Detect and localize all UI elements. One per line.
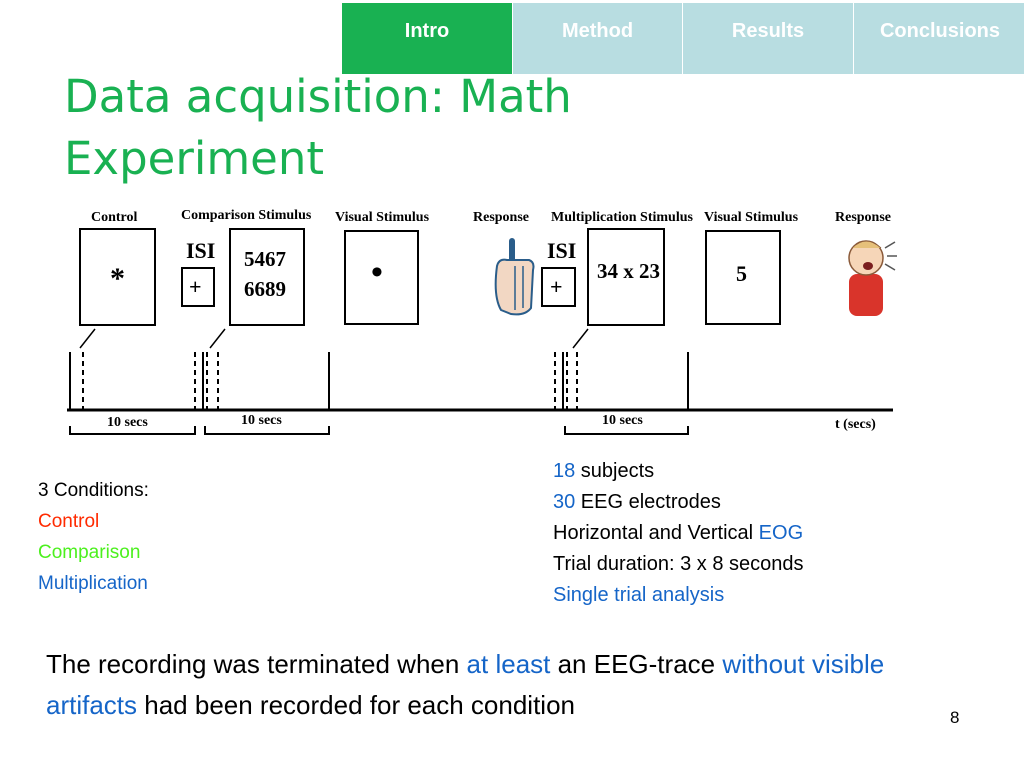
note-highlight-2: without visible artifacts — [46, 649, 885, 720]
pointing-hand-icon — [494, 238, 535, 316]
stimulus-connectors — [79, 328, 589, 349]
condition-control: Control — [38, 511, 100, 532]
condition-comparison: Comparison — [38, 542, 141, 563]
page-number: 8 — [950, 708, 960, 727]
fact-subjects: 18 subjects — [553, 456, 804, 487]
visual-stimulus-box-2 — [705, 230, 781, 325]
label-comparison-stimulus: Comparison Stimulus — [181, 208, 312, 223]
isi-plus-2: + — [550, 274, 563, 299]
experiment-facts: 18 subjects 30 EEG electrodes Horizontal… — [553, 456, 804, 611]
visual-stimulus-value: 5 — [736, 261, 747, 286]
fact-electrodes: 30 EEG electrodes — [553, 487, 804, 518]
multiplication-box — [587, 228, 665, 326]
isi-label-2: ISI — [547, 238, 576, 263]
visual-stimulus-box-1 — [344, 230, 419, 325]
condition-multiplication: Multiplication — [38, 573, 148, 594]
fact-eog: Horizontal and Vertical EOG — [553, 518, 804, 549]
conditions-heading: 3 Conditions: — [38, 480, 149, 501]
duration-label-1: 10 secs — [107, 415, 148, 430]
visual-stimulus-dot: • — [371, 254, 383, 291]
tab-results[interactable]: Results — [683, 3, 854, 74]
comparison-box — [229, 228, 305, 326]
isi-label-1: ISI — [186, 238, 215, 263]
duration-brackets — [69, 426, 689, 435]
fact-analysis: Single trial analysis — [553, 584, 725, 606]
label-response-1: Response — [473, 210, 529, 225]
duration-label-3: 10 secs — [602, 413, 643, 428]
subjects-text: subjects — [575, 460, 655, 482]
note-part-3: had been recorded for each condition — [137, 690, 576, 720]
control-symbol: * — [110, 262, 125, 295]
comparison-number-1: 5467 — [244, 247, 286, 271]
multiplication-expression: 34 x 23 — [597, 259, 660, 283]
electrodes-count: 30 — [553, 491, 576, 513]
section-nav: Intro Method Results Conclusions — [342, 3, 1024, 74]
fact-trial-duration: Trial duration: 3 x 8 seconds — [553, 553, 804, 575]
label-control: Control — [91, 210, 138, 225]
note-part-1: The recording was terminated when — [46, 649, 467, 679]
isi-plus-1: + — [189, 274, 202, 299]
label-multiplication-stimulus: Multiplication Stimulus — [551, 210, 694, 225]
duration-label-2: 10 secs — [241, 413, 282, 428]
time-axis-label: t (secs) — [835, 417, 876, 432]
label-visual-stimulus-2: Visual Stimulus — [704, 210, 799, 225]
subjects-count: 18 — [553, 460, 576, 482]
note-part-2: an EEG-trace — [550, 649, 723, 679]
speaking-person-icon — [848, 240, 897, 316]
tab-conclusions[interactable]: Conclusions — [854, 3, 1024, 74]
conditions-list: 3 Conditions: Control Comparison Multipl… — [38, 475, 149, 599]
control-box — [79, 228, 156, 326]
isi-box-1 — [181, 267, 215, 307]
tab-intro[interactable]: Intro — [342, 3, 513, 74]
isi-box-2 — [541, 267, 576, 307]
eog-highlight: EOG — [758, 522, 804, 544]
comparison-number-2: 6689 — [244, 277, 286, 301]
slide-title: Data acquisition: Math Experiment — [64, 70, 572, 185]
experiment-timeline-diagram: Control Comparison Stimulus Visual Stimu… — [67, 208, 897, 435]
note-highlight-1: at least — [466, 649, 551, 679]
label-visual-stimulus-1: Visual Stimulus — [335, 210, 430, 225]
timeline-markers — [69, 352, 689, 410]
tab-method[interactable]: Method — [513, 3, 683, 74]
electrodes-text: EEG electrodes — [575, 491, 721, 513]
recording-note: The recording was terminated when at lea… — [46, 644, 966, 726]
eog-text: Horizontal and Vertical — [553, 522, 759, 544]
label-response-2: Response — [835, 210, 891, 225]
